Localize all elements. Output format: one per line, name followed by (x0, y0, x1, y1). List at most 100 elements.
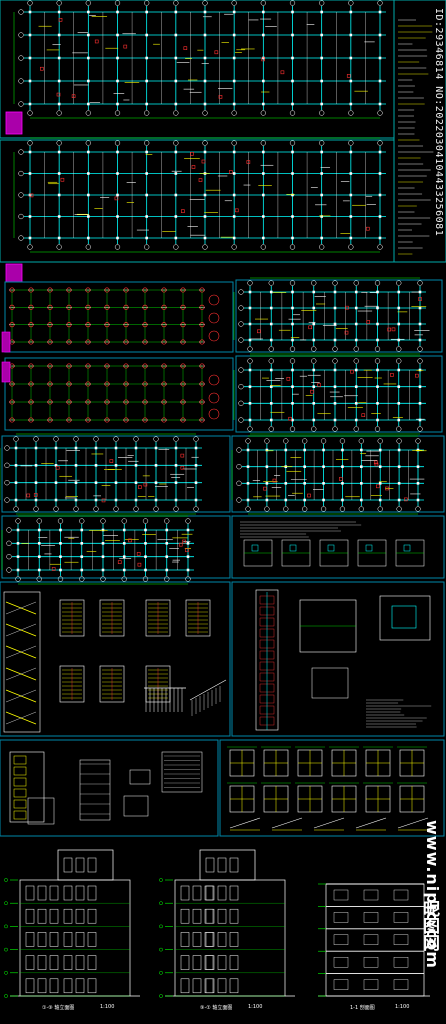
column-mark (378, 193, 382, 197)
column-mark (291, 215, 294, 218)
column-mark (186, 542, 190, 545)
column-mark (333, 402, 337, 405)
column-mark (333, 385, 337, 388)
axis-bubble (6, 554, 12, 560)
column-mark (333, 368, 337, 372)
axis-bubble (93, 436, 99, 442)
column-mark (416, 482, 420, 485)
column-mark (74, 481, 78, 484)
column-mark (114, 498, 118, 502)
column-mark (116, 33, 119, 37)
axis-bubble (320, 506, 327, 512)
column-mark (37, 528, 41, 532)
axis-bubble (319, 110, 325, 116)
column-mark (94, 464, 98, 467)
axis-bubble (79, 518, 85, 524)
axis-bubble (18, 170, 24, 177)
column-mark (284, 498, 288, 502)
axis-bubble (396, 506, 402, 512)
axis-bubble (377, 244, 383, 250)
column-mark (312, 418, 316, 422)
column-mark (322, 482, 325, 485)
column-mark (320, 56, 323, 60)
column-mark (349, 150, 353, 154)
column-mark (354, 418, 358, 422)
column-mark (232, 215, 236, 218)
axis-bubble (27, 110, 33, 116)
column-mark (397, 322, 401, 326)
column-mark (203, 10, 207, 14)
axis-bubble (73, 436, 79, 442)
column-mark (174, 215, 178, 218)
caption-scale-1: 1:100 (100, 1004, 115, 1010)
axis-bubble (289, 358, 296, 364)
column-mark (57, 172, 61, 175)
axis-bubble (6, 540, 12, 546)
column-mark (37, 568, 41, 572)
column-mark (57, 10, 61, 14)
column-mark (354, 306, 358, 310)
column-mark (341, 448, 344, 452)
column-mark (284, 448, 288, 452)
axis-bubble (73, 506, 79, 512)
column-mark (376, 418, 379, 422)
column-mark (28, 150, 32, 154)
column-mark (378, 498, 382, 502)
axis-bubble (18, 235, 24, 241)
axis-bubble (311, 280, 317, 286)
column-mark (74, 498, 78, 502)
column-mark (203, 56, 207, 60)
column-mark (320, 150, 323, 154)
column-mark (144, 542, 147, 545)
column-mark (349, 79, 353, 83)
axis-bubble (348, 140, 354, 146)
column-mark (378, 150, 382, 154)
axis-bubble (353, 280, 359, 286)
axis-bubble (57, 518, 64, 524)
axis-bubble (238, 400, 244, 406)
axis-bubble (396, 346, 402, 352)
axis-bubble (289, 140, 296, 146)
axis-bubble (238, 337, 244, 343)
column-mark (291, 56, 294, 60)
column-mark (174, 464, 178, 467)
column-mark (174, 446, 178, 450)
axis-bubble (27, 244, 33, 250)
axis-bubble (173, 436, 179, 442)
column-mark (14, 464, 18, 467)
column-mark (291, 290, 294, 294)
column-mark (37, 555, 41, 558)
column-mark (378, 102, 382, 106)
column-mark (59, 528, 62, 532)
column-mark (291, 172, 294, 175)
column-mark (194, 481, 198, 484)
column-mark (87, 150, 90, 154)
column-mark (54, 498, 58, 502)
axis-bubble (93, 506, 99, 512)
axis-bubble (260, 244, 266, 250)
axis-bubble (268, 280, 274, 286)
column-mark (165, 568, 169, 572)
column-mark (397, 306, 401, 310)
column-mark (57, 236, 61, 240)
column-mark (291, 236, 294, 240)
column-mark (360, 465, 363, 468)
axis-bubble (260, 140, 266, 146)
column-mark (116, 193, 119, 197)
column-mark (87, 56, 90, 60)
column-mark (312, 385, 316, 388)
column-mark (291, 150, 294, 154)
beam-plan-right-1 (233, 277, 443, 355)
column-mark (378, 448, 382, 452)
axis-bubble (236, 447, 242, 453)
column-mark (354, 338, 358, 342)
axis-bubble (56, 0, 62, 6)
axis-bubble (396, 280, 402, 286)
axis-bubble (311, 358, 317, 364)
axis-bubble (6, 567, 12, 573)
level-marker (4, 901, 8, 906)
column-mark (349, 102, 353, 106)
axis-bubble (114, 0, 121, 6)
column-mark (203, 215, 207, 218)
column-mark (378, 56, 382, 60)
